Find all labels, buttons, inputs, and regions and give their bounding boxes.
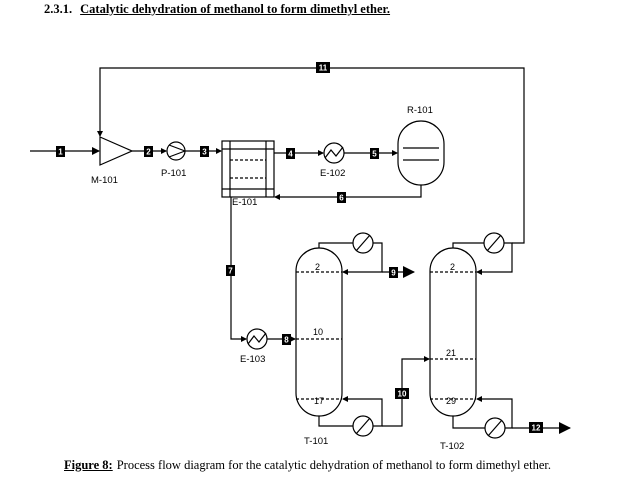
figure-caption-text: Process flow diagram for the catalytic d… [116,458,551,472]
reactor-r101 [397,120,445,186]
stream-2-tag: 2 [144,146,153,157]
t101-feed-tray-label: 10 [313,327,323,337]
exchanger-label: E-101 [232,197,257,208]
t101-boilup-line [342,396,383,427]
reactor-label: R-101 [407,105,433,116]
t102-overhead-line [452,242,484,248]
t102-reflux-line [476,242,513,275]
figure-caption: Figure 8:Process flow diagram for the ca… [64,458,551,473]
t102-feed-tray-label: 21 [446,348,456,358]
svg-text:8: 8 [284,336,289,345]
figure-label: Figure 8: [64,458,113,472]
stream-3-tag: 3 [200,146,209,157]
column1-label: T-101 [304,436,328,447]
heat-exchanger-e101 [221,140,275,198]
stream-11-tag: 11 [316,62,330,73]
t101-top-tray-label: 2 [315,262,320,272]
svg-text:3: 3 [202,148,207,157]
stream-4-tag: 4 [286,148,295,159]
section-number: 2.3.1. [44,2,73,16]
svg-text:11: 11 [319,64,328,73]
heater-label: E-102 [320,168,345,179]
stream-1-tag: 1 [56,146,65,157]
stream-6-tag: 6 [337,192,346,203]
t102-top-tray-label: 2 [450,262,455,272]
stream-6-line [274,185,422,200]
svg-text:6: 6 [339,194,344,203]
reboiler-t101 [352,415,374,437]
condenser-t101 [352,232,374,254]
t102-boilup-line [476,396,513,429]
cooler-e103 [246,328,268,350]
stream-10-tag: 10 [395,388,409,399]
reboiler-t102 [484,417,506,439]
condenser-t102 [483,232,505,254]
column-t102 [429,247,477,417]
stream-8-tag: 8 [282,334,291,345]
column2-label: T-102 [440,441,464,452]
mixer-label: M-101 [91,175,118,186]
stream-7-tag: 7 [226,265,235,276]
t101-bottom-tray-label: 17 [314,396,324,406]
stream-7-line [230,197,247,342]
section-title: Catalytic dehydration of methanol to for… [80,2,391,16]
svg-text:12: 12 [532,424,541,433]
mixer-m101 [99,136,134,166]
svg-text:10: 10 [398,390,407,399]
t101-overhead-line [318,242,353,248]
stream-9-tag: 9 [389,267,398,278]
stream-11-line [97,67,525,244]
t101-bottoms-line [318,416,353,427]
pump-label: P-101 [161,168,186,179]
stream-5-tag: 5 [370,148,379,159]
t102-bottoms-line [452,416,485,429]
svg-text:1: 1 [58,148,63,157]
svg-text:2: 2 [146,148,151,157]
section-heading: 2.3.1. Catalytic dehydration of methanol … [44,2,390,17]
stream-12-tag: 12 [529,422,543,433]
cooler-label: E-103 [240,354,265,365]
svg-text:5: 5 [372,150,377,159]
svg-text:4: 4 [288,150,293,159]
svg-text:9: 9 [391,269,396,278]
t102-bottom-tray-label: 29 [446,396,456,406]
t101-reflux-line [342,242,383,275]
pump-p101 [166,141,186,161]
svg-text:7: 7 [228,267,233,276]
heater-e102 [323,142,345,164]
